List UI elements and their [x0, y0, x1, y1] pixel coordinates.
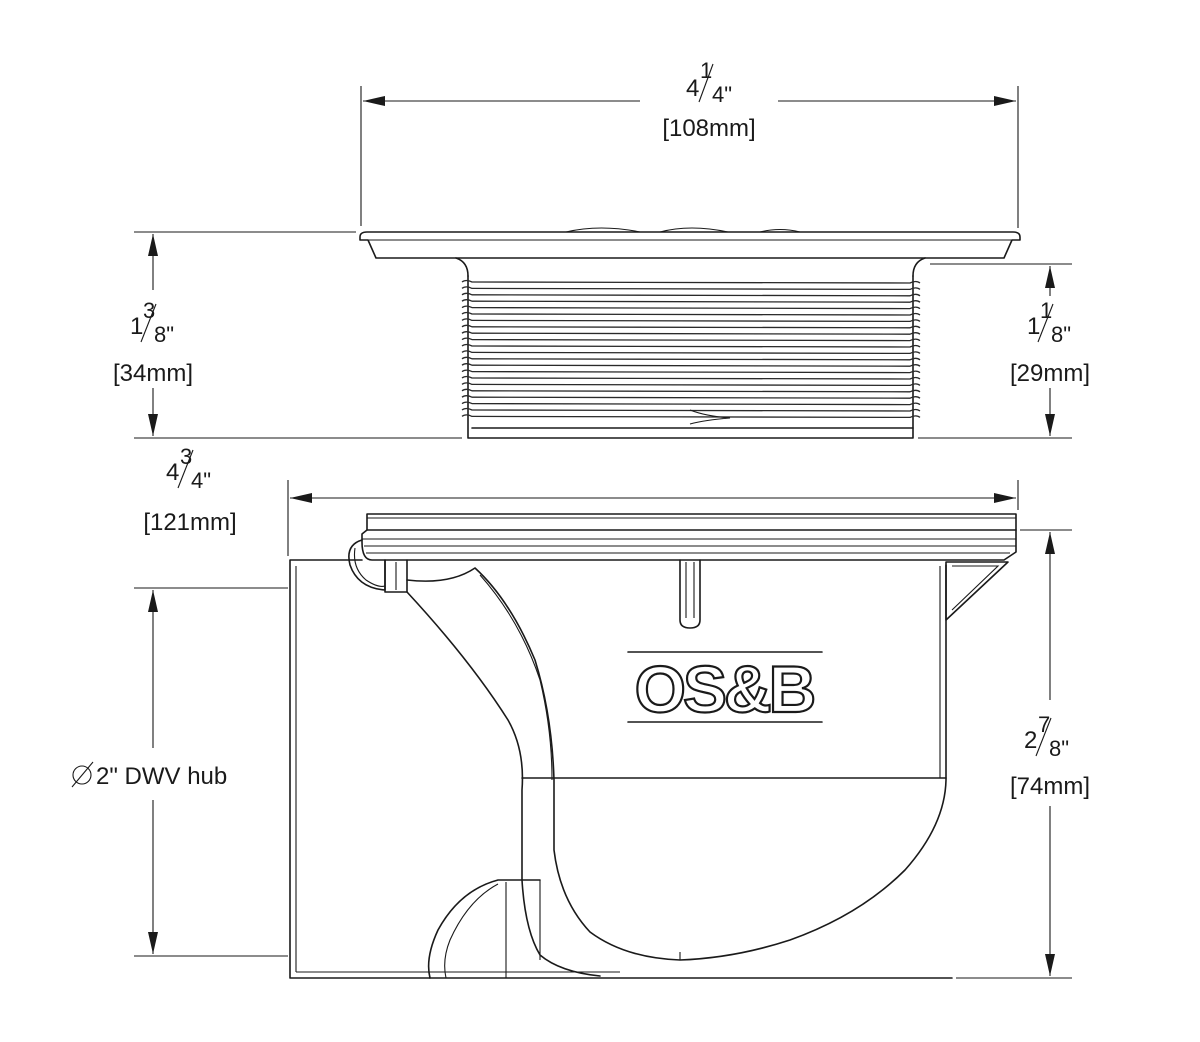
- body-height-numerator: 7: [1038, 712, 1050, 737]
- neck-fillet-right: [912, 257, 926, 277]
- strainer-top-view: [359, 227, 1021, 439]
- thread-line: [461, 305, 921, 310]
- dimension-body-width: 4 3 4" [121mm]: [143, 444, 1019, 556]
- strainer-flange: [359, 231, 1021, 259]
- thread-lines: [461, 279, 921, 419]
- right-height-whole: 1: [1027, 313, 1040, 340]
- arrow-head-icon: [994, 493, 1016, 503]
- fraction-bar: [1037, 303, 1054, 343]
- diameter-symbol-icon: [71, 761, 94, 788]
- top-width-whole: 4: [686, 75, 699, 102]
- body-width-whole: 4: [166, 459, 179, 486]
- thread-line: [461, 299, 921, 303]
- thread-line: [461, 414, 921, 419]
- body-width-numerator: 3: [180, 444, 192, 469]
- right-height-denominator: 8": [1051, 322, 1071, 347]
- arrow-head-icon: [148, 590, 158, 612]
- thread-line: [461, 350, 921, 355]
- arrow-head-icon: [363, 96, 385, 106]
- right-height-numerator: 1: [1040, 298, 1052, 323]
- arrow-head-icon: [148, 932, 158, 954]
- left-height-numerator: 3: [143, 298, 155, 323]
- arrow-head-icon: [1045, 414, 1055, 436]
- osb-logo: OS&B: [627, 651, 823, 727]
- body-height-whole: 2: [1024, 727, 1037, 754]
- fraction-bar: [1035, 717, 1052, 757]
- body-width-metric: [121mm]: [143, 509, 236, 536]
- thread-line: [461, 375, 921, 380]
- dwv-hub: [289, 559, 953, 979]
- thread-line: [461, 331, 921, 335]
- thread-line: [461, 324, 921, 329]
- logo-text: OS&B: [635, 652, 814, 726]
- body-height-metric: [74mm]: [1010, 773, 1090, 800]
- thread-line: [461, 311, 921, 316]
- hub-top-curl: [348, 539, 386, 591]
- fraction-bar: [698, 63, 714, 103]
- support-rib: [945, 561, 1009, 621]
- thread-line: [461, 337, 921, 342]
- hub-collar: [384, 559, 408, 593]
- elbow-front-contour: [406, 591, 601, 977]
- fraction-bar: [177, 449, 194, 489]
- top-width-denominator: 4": [712, 82, 732, 107]
- arrow-head-icon: [148, 234, 158, 256]
- drain-body-side-view: [289, 513, 1017, 979]
- arrow-head-icon: [994, 96, 1016, 106]
- bottom-outlet: [427, 879, 541, 979]
- elbow-back-contour: [406, 564, 947, 961]
- dimension-top-width: 4 1 4" [108mm]: [360, 58, 1019, 228]
- thread-line: [461, 292, 921, 297]
- left-height-denominator: 8": [154, 322, 174, 347]
- flange-slot: [759, 228, 801, 233]
- neck-fillet-left: [455, 257, 469, 277]
- thread-line: [461, 401, 921, 406]
- thread-line: [461, 388, 921, 393]
- thread-line: [461, 382, 921, 387]
- thread-line: [461, 343, 921, 348]
- dimension-left-height: 1 3 8" [34mm]: [113, 231, 462, 439]
- arrow-head-icon: [1045, 532, 1055, 554]
- left-height-whole: 1: [130, 313, 143, 340]
- thread-line: [461, 363, 921, 367]
- arrow-head-icon: [148, 414, 158, 436]
- right-height-metric: [29mm]: [1010, 360, 1090, 387]
- grate-plate: [366, 513, 1017, 531]
- dimension-hub: 2" DWV hub: [71, 587, 288, 957]
- thread-line: [461, 356, 921, 361]
- top-width-metric: [108mm]: [662, 115, 755, 142]
- arrow-head-icon: [1045, 954, 1055, 976]
- threaded-shank: [467, 275, 914, 439]
- thread-line: [461, 286, 921, 291]
- hub-label: 2" DWV hub: [96, 763, 227, 790]
- body-flange: [361, 529, 1017, 561]
- arrow-head-icon: [290, 493, 312, 503]
- dimension-body-height: 2 7 8" [74mm]: [956, 529, 1090, 979]
- thread-runout: [689, 409, 731, 425]
- arrow-head-icon: [1045, 266, 1055, 288]
- flange-slot: [565, 227, 641, 233]
- elbow-inner-line: [479, 574, 553, 781]
- left-height-metric: [34mm]: [113, 360, 193, 387]
- center-pin: [679, 559, 701, 629]
- fraction-bar: [140, 303, 157, 343]
- hub-top-curl-inner: [353, 547, 386, 587]
- body-height-denominator: 8": [1049, 736, 1069, 761]
- body-width-denominator: 4": [191, 468, 211, 493]
- flange-slot: [659, 227, 729, 233]
- dimension-right-height: 1 1 8" [29mm]: [918, 263, 1090, 439]
- thread-line: [461, 318, 921, 323]
- thread-line: [461, 395, 921, 399]
- thread-line: [461, 279, 921, 284]
- thread-line: [461, 369, 921, 374]
- top-width-numerator: 1: [700, 58, 712, 83]
